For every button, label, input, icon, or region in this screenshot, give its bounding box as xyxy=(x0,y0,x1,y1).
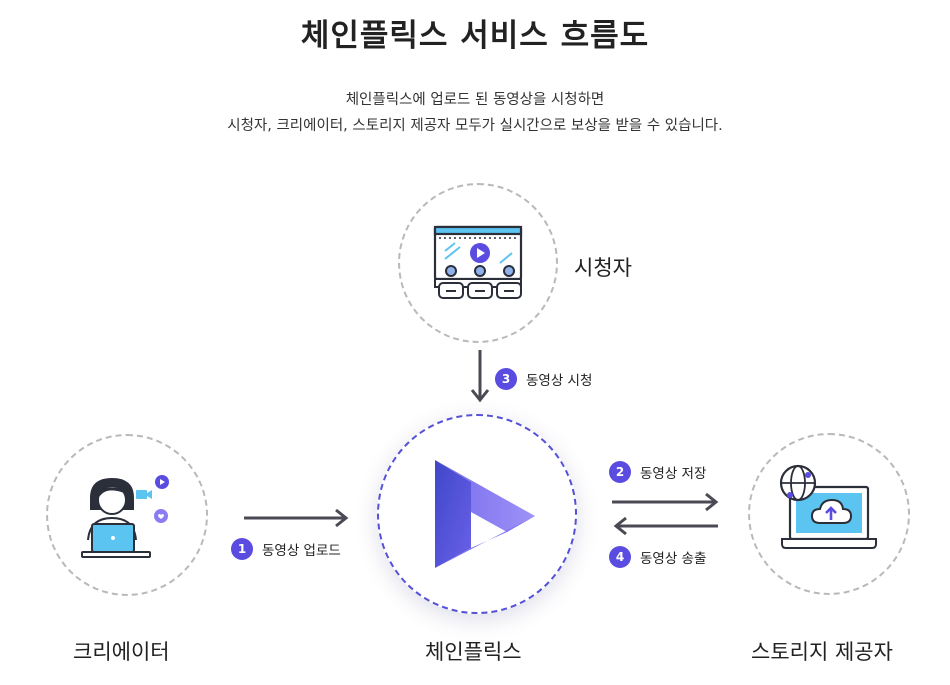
step-number-badge: 1 xyxy=(231,538,253,560)
step-number-badge: 2 xyxy=(609,461,631,483)
arrow-right-icon xyxy=(612,492,719,512)
step-label: 동영상 송출 xyxy=(640,551,707,567)
creator-laptop-icon xyxy=(81,475,169,558)
cloud-upload-laptop-icon xyxy=(779,464,877,549)
page-title: 체인플릭스 서비스 흐름도 xyxy=(300,18,650,54)
storage-node xyxy=(748,433,910,595)
play-logo-icon xyxy=(435,460,535,568)
step-watch: 3 동영상 시청 xyxy=(495,368,592,390)
creator-node xyxy=(46,434,208,596)
subtitle-line-2: 시청자, 크리에이터, 스토리지 제공자 모두가 실시간으로 보상을 받을 수 … xyxy=(227,118,723,134)
subtitle-line-1: 체인플릭스에 업로드 된 동영상을 시청하면 xyxy=(345,92,605,108)
arrow-down-icon xyxy=(470,350,490,403)
theater-audience-icon xyxy=(433,225,523,299)
step-store: 2 동영상 저장 xyxy=(609,461,706,483)
step-stream: 4 동영상 송출 xyxy=(609,546,706,568)
creator-label: 크리에이터 xyxy=(73,640,170,664)
viewer-label: 시청자 xyxy=(574,256,632,280)
step-label: 동영상 시청 xyxy=(526,373,593,389)
viewer-node xyxy=(398,183,558,343)
chainflix-node xyxy=(377,414,577,614)
step-upload: 1 동영상 업로드 xyxy=(231,538,341,560)
step-number-badge: 4 xyxy=(609,546,631,568)
chainflix-label: 체인플릭스 xyxy=(425,640,522,664)
arrow-right-icon xyxy=(244,508,349,528)
step-label: 동영상 저장 xyxy=(640,466,707,482)
arrow-left-icon xyxy=(613,516,718,536)
storage-label: 스토리지 제공자 xyxy=(751,640,893,664)
step-label: 동영상 업로드 xyxy=(262,543,341,559)
step-number-badge: 3 xyxy=(495,368,517,390)
